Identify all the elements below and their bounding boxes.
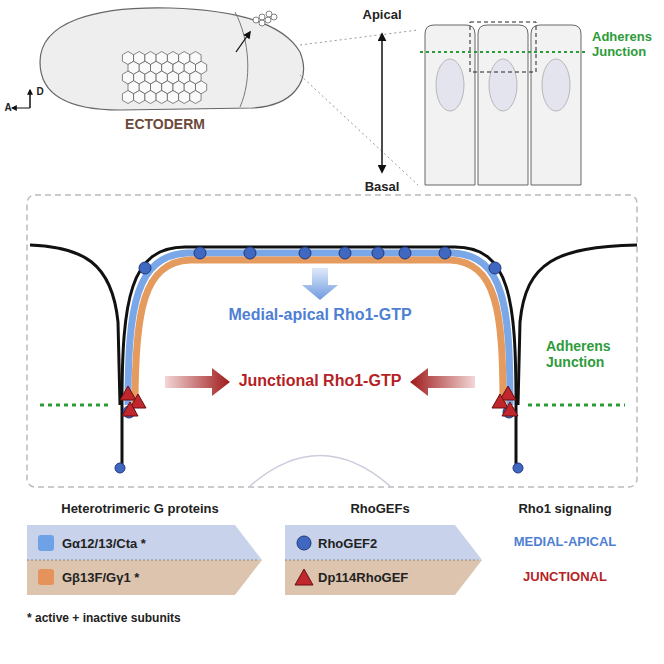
apical-cortex-blue — [128, 253, 510, 405]
axis-arrows — [12, 90, 30, 108]
junctional-arrow — [410, 368, 475, 396]
entry-text: Gα12/13/Cta * — [62, 536, 146, 551]
rhogef-band-top — [285, 525, 482, 560]
band-divider — [285, 560, 478, 561]
axis-label: D — [36, 86, 43, 98]
g-beta-swatch — [38, 569, 54, 585]
column-heading: RhoGEFs — [350, 502, 409, 517]
nuclei — [436, 59, 570, 111]
pointer-arrow — [236, 32, 250, 52]
apical-cortex-orange — [135, 260, 503, 405]
dp114rhogef-triangles — [120, 386, 518, 416]
cell-membrane — [122, 247, 516, 470]
rhogef-band-bottom — [285, 560, 482, 595]
dp114-symbol — [295, 569, 313, 585]
junction-label: Adherens Junction — [592, 30, 662, 60]
rhogef-entry: RhoGEF2 — [314, 528, 454, 558]
column-heading: Heterotrimeric G proteins — [61, 502, 219, 517]
g-protein-band-bottom — [27, 560, 262, 595]
axis-label: Apical — [362, 8, 401, 23]
embryo-outline — [40, 8, 303, 110]
zoom-panel — [27, 195, 637, 487]
entry-text: Gβ13F/Gγ1 * — [62, 570, 139, 585]
junction-label: Adherens Junction — [546, 338, 630, 370]
axis-arrow — [30, 90, 31, 108]
rhogef2-symbol — [297, 536, 311, 550]
medial-arrow — [302, 268, 338, 300]
junction-line — [528, 404, 625, 407]
g-protein-entry: Gα12/13/Cta * — [58, 528, 228, 558]
region-label: ECTODERM — [125, 116, 205, 132]
epithelial-cells — [425, 25, 581, 185]
column-heading: Rho1 signaling — [518, 502, 611, 517]
axis-label: A — [4, 102, 11, 114]
entry-text: Dp114RhoGEF — [318, 570, 408, 585]
signal-category: MEDIAL-APICAL — [514, 535, 617, 550]
embryo-fold — [235, 12, 248, 107]
signal-label: Junctional Rho1-GTP — [239, 372, 402, 390]
rhogef-entry: Dp114RhoGEF — [314, 562, 454, 592]
axis-label: Basal — [365, 180, 400, 195]
rhogef2-dots — [115, 247, 523, 473]
band-divider — [27, 560, 258, 561]
apical-basal-arrow — [381, 34, 383, 172]
zoom-line — [300, 75, 418, 185]
signal-category: JUNCTIONAL — [523, 570, 607, 585]
nucleus-arc — [250, 456, 390, 487]
zoom-line — [300, 30, 418, 45]
g-protein-band-top — [27, 525, 262, 560]
junction-line — [420, 51, 588, 53]
neighbor-membrane — [518, 245, 637, 405]
hexagon-patch — [122, 52, 206, 104]
neighbor-membrane — [30, 245, 120, 405]
entry-text: RhoGEF2 — [318, 536, 377, 551]
junction-line — [40, 404, 112, 407]
zoom-box — [470, 22, 536, 72]
footnote: * active + inactive subunits — [27, 612, 181, 626]
signal-label: Medial-apical Rho1-GTP — [228, 306, 411, 324]
pole-cells — [253, 11, 277, 26]
g-alpha-swatch — [38, 535, 54, 551]
g-protein-entry: Gβ13F/Gγ1 * — [58, 562, 228, 592]
junctional-arrow — [165, 368, 230, 396]
